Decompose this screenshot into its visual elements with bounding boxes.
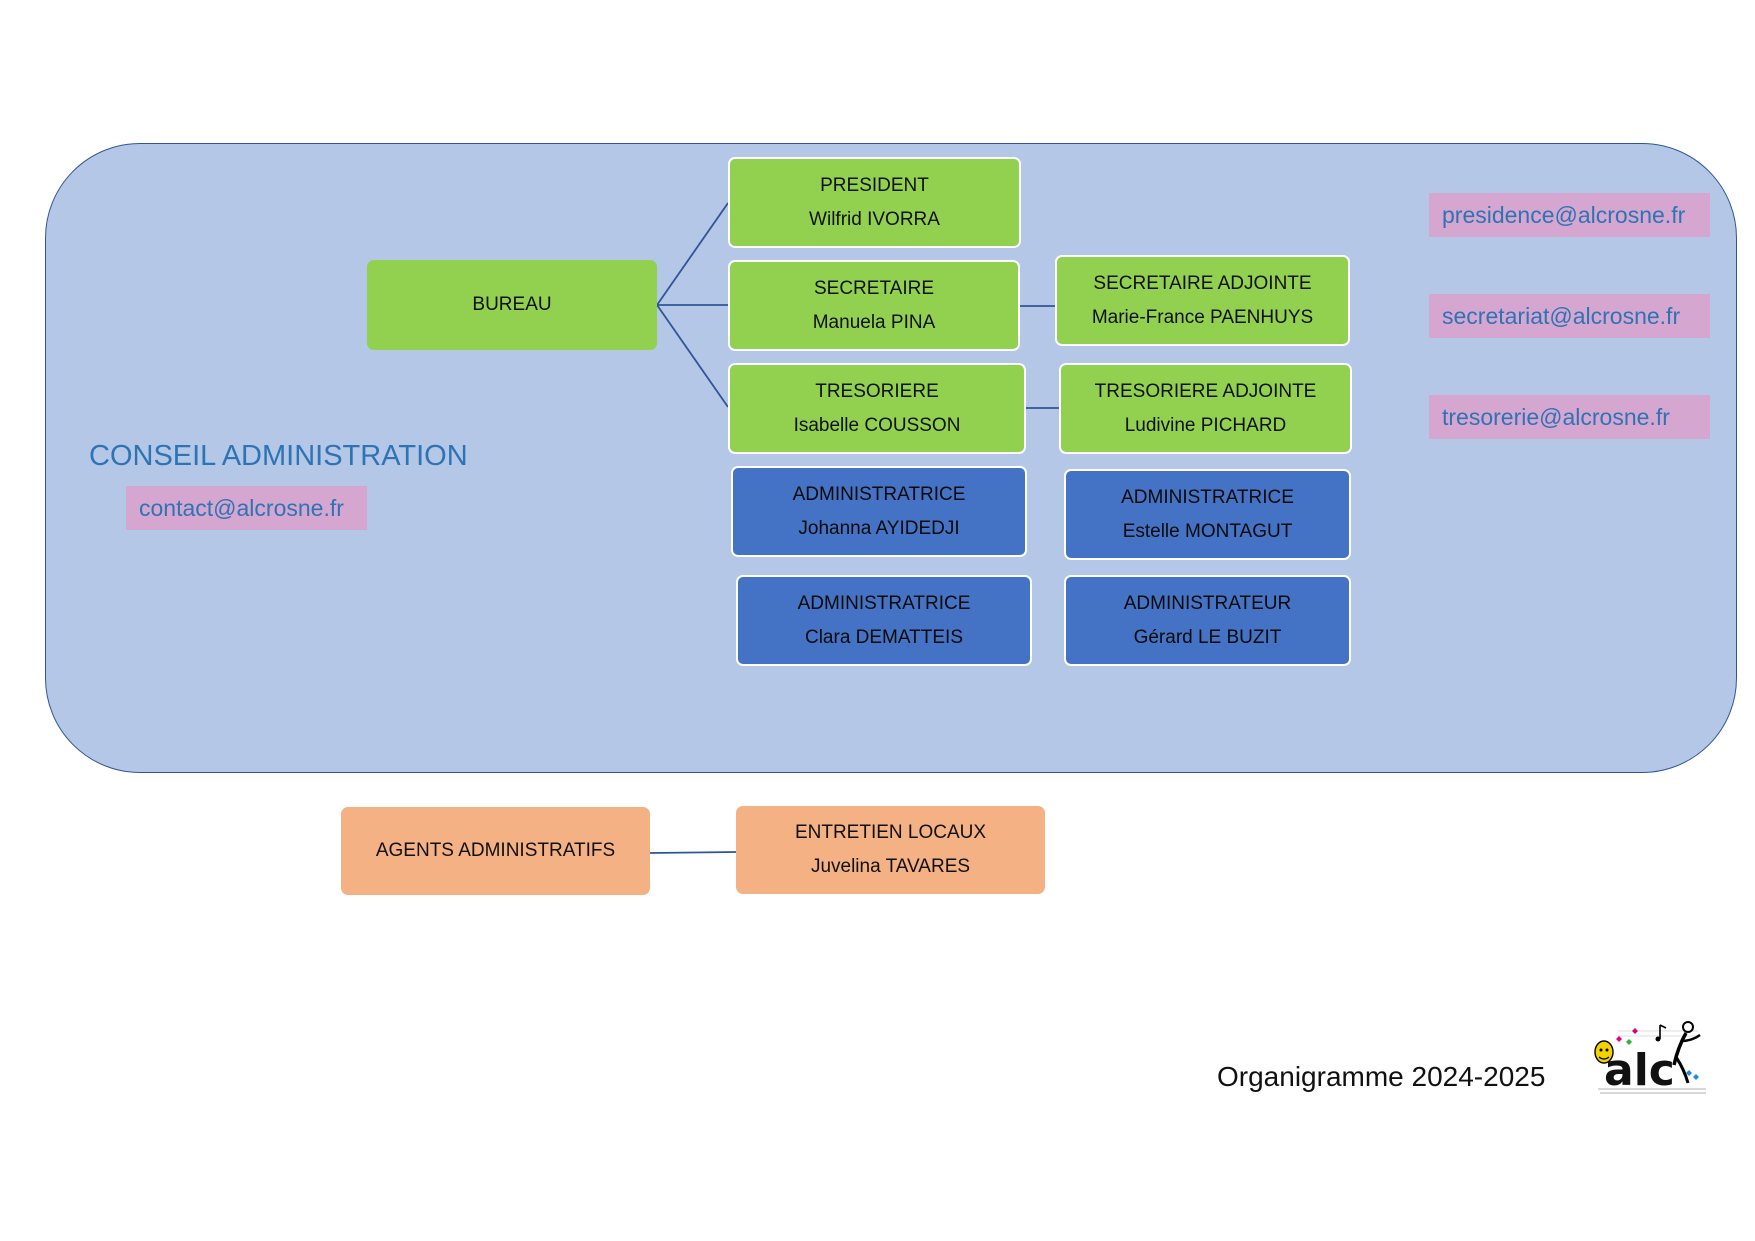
tresorerie-email[interactable]: tresorerie@alcrosne.fr <box>1429 395 1710 439</box>
role-title: ADMINISTRATRICE <box>792 483 966 505</box>
secretaire-adjointe-box: SECRETAIRE ADJOINTE Marie-France PAENHUY… <box>1055 255 1350 346</box>
presidence-email[interactable]: presidence@alcrosne.fr <box>1429 193 1710 237</box>
bureau-box: BUREAU <box>367 260 657 350</box>
role-title: TRESORIERE <box>815 380 939 402</box>
role-name: Gérard LE BUZIT <box>1133 626 1282 648</box>
footer-title: Organigramme 2024-2025 <box>1217 1061 1546 1092</box>
role-title: PRESIDENT <box>820 174 929 196</box>
role-name: Johanna AYIDEDJI <box>798 517 960 539</box>
role-title: ENTRETIEN LOCAUX <box>794 822 987 843</box>
alc-logo: alc <box>1594 1021 1706 1096</box>
role-name: Isabelle COUSSON <box>793 414 961 436</box>
council-title: CONSEIL ADMINISTRATION <box>89 440 468 472</box>
bureau-label: BUREAU <box>472 294 552 315</box>
administratrice-box-1: ADMINISTRATRICE Johanna AYIDEDJI <box>731 466 1027 557</box>
tresoriere-adjointe-box: TRESORIERE ADJOINTE Ludivine PICHARD <box>1059 363 1352 454</box>
role-name: Wilfrid IVORRA <box>809 208 940 230</box>
administratrice-box-3: ADMINISTRATRICE Clara DEMATTEIS <box>736 575 1032 666</box>
svg-text:alc: alc <box>1604 1045 1675 1096</box>
role-name: Marie-France PAENHUYS <box>1091 306 1314 328</box>
agents-label: AGENTS ADMINISTRATIFS <box>375 840 616 861</box>
role-title: ADMINISTRATRICE <box>797 592 971 614</box>
role-name: Estelle MONTAGUT <box>1122 520 1293 542</box>
role-title: ADMINISTRATEUR <box>1123 592 1292 614</box>
role-title: TRESORIERE ADJOINTE <box>1094 380 1317 402</box>
council-panel <box>45 143 1737 773</box>
role-name: Juvelina TAVARES <box>810 856 971 877</box>
agents-box: AGENTS ADMINISTRATIFS <box>341 807 650 895</box>
secretaire-box: SECRETAIRE Manuela PINA <box>728 260 1020 351</box>
tresoriere-box: TRESORIERE Isabelle COUSSON <box>728 363 1026 454</box>
contact-email[interactable]: contact@alcrosne.fr <box>126 486 367 530</box>
entretien-box: ENTRETIEN LOCAUX Juvelina TAVARES <box>736 806 1045 894</box>
administrateur-box: ADMINISTRATEUR Gérard LE BUZIT <box>1064 575 1351 666</box>
role-title: ADMINISTRATRICE <box>1121 486 1294 508</box>
role-name: Ludivine PICHARD <box>1124 414 1287 436</box>
role-title: SECRETAIRE ADJOINTE <box>1093 272 1312 294</box>
role-name: Clara DEMATTEIS <box>804 626 963 648</box>
role-name: Manuela PINA <box>812 311 936 333</box>
secretariat-email[interactable]: secretariat@alcrosne.fr <box>1429 294 1710 338</box>
role-title: SECRETAIRE <box>813 277 934 299</box>
president-box: PRESIDENT Wilfrid IVORRA <box>728 157 1021 248</box>
connector-agents-entretien <box>649 851 738 854</box>
administratrice-box-2: ADMINISTRATRICE Estelle MONTAGUT <box>1064 469 1351 560</box>
